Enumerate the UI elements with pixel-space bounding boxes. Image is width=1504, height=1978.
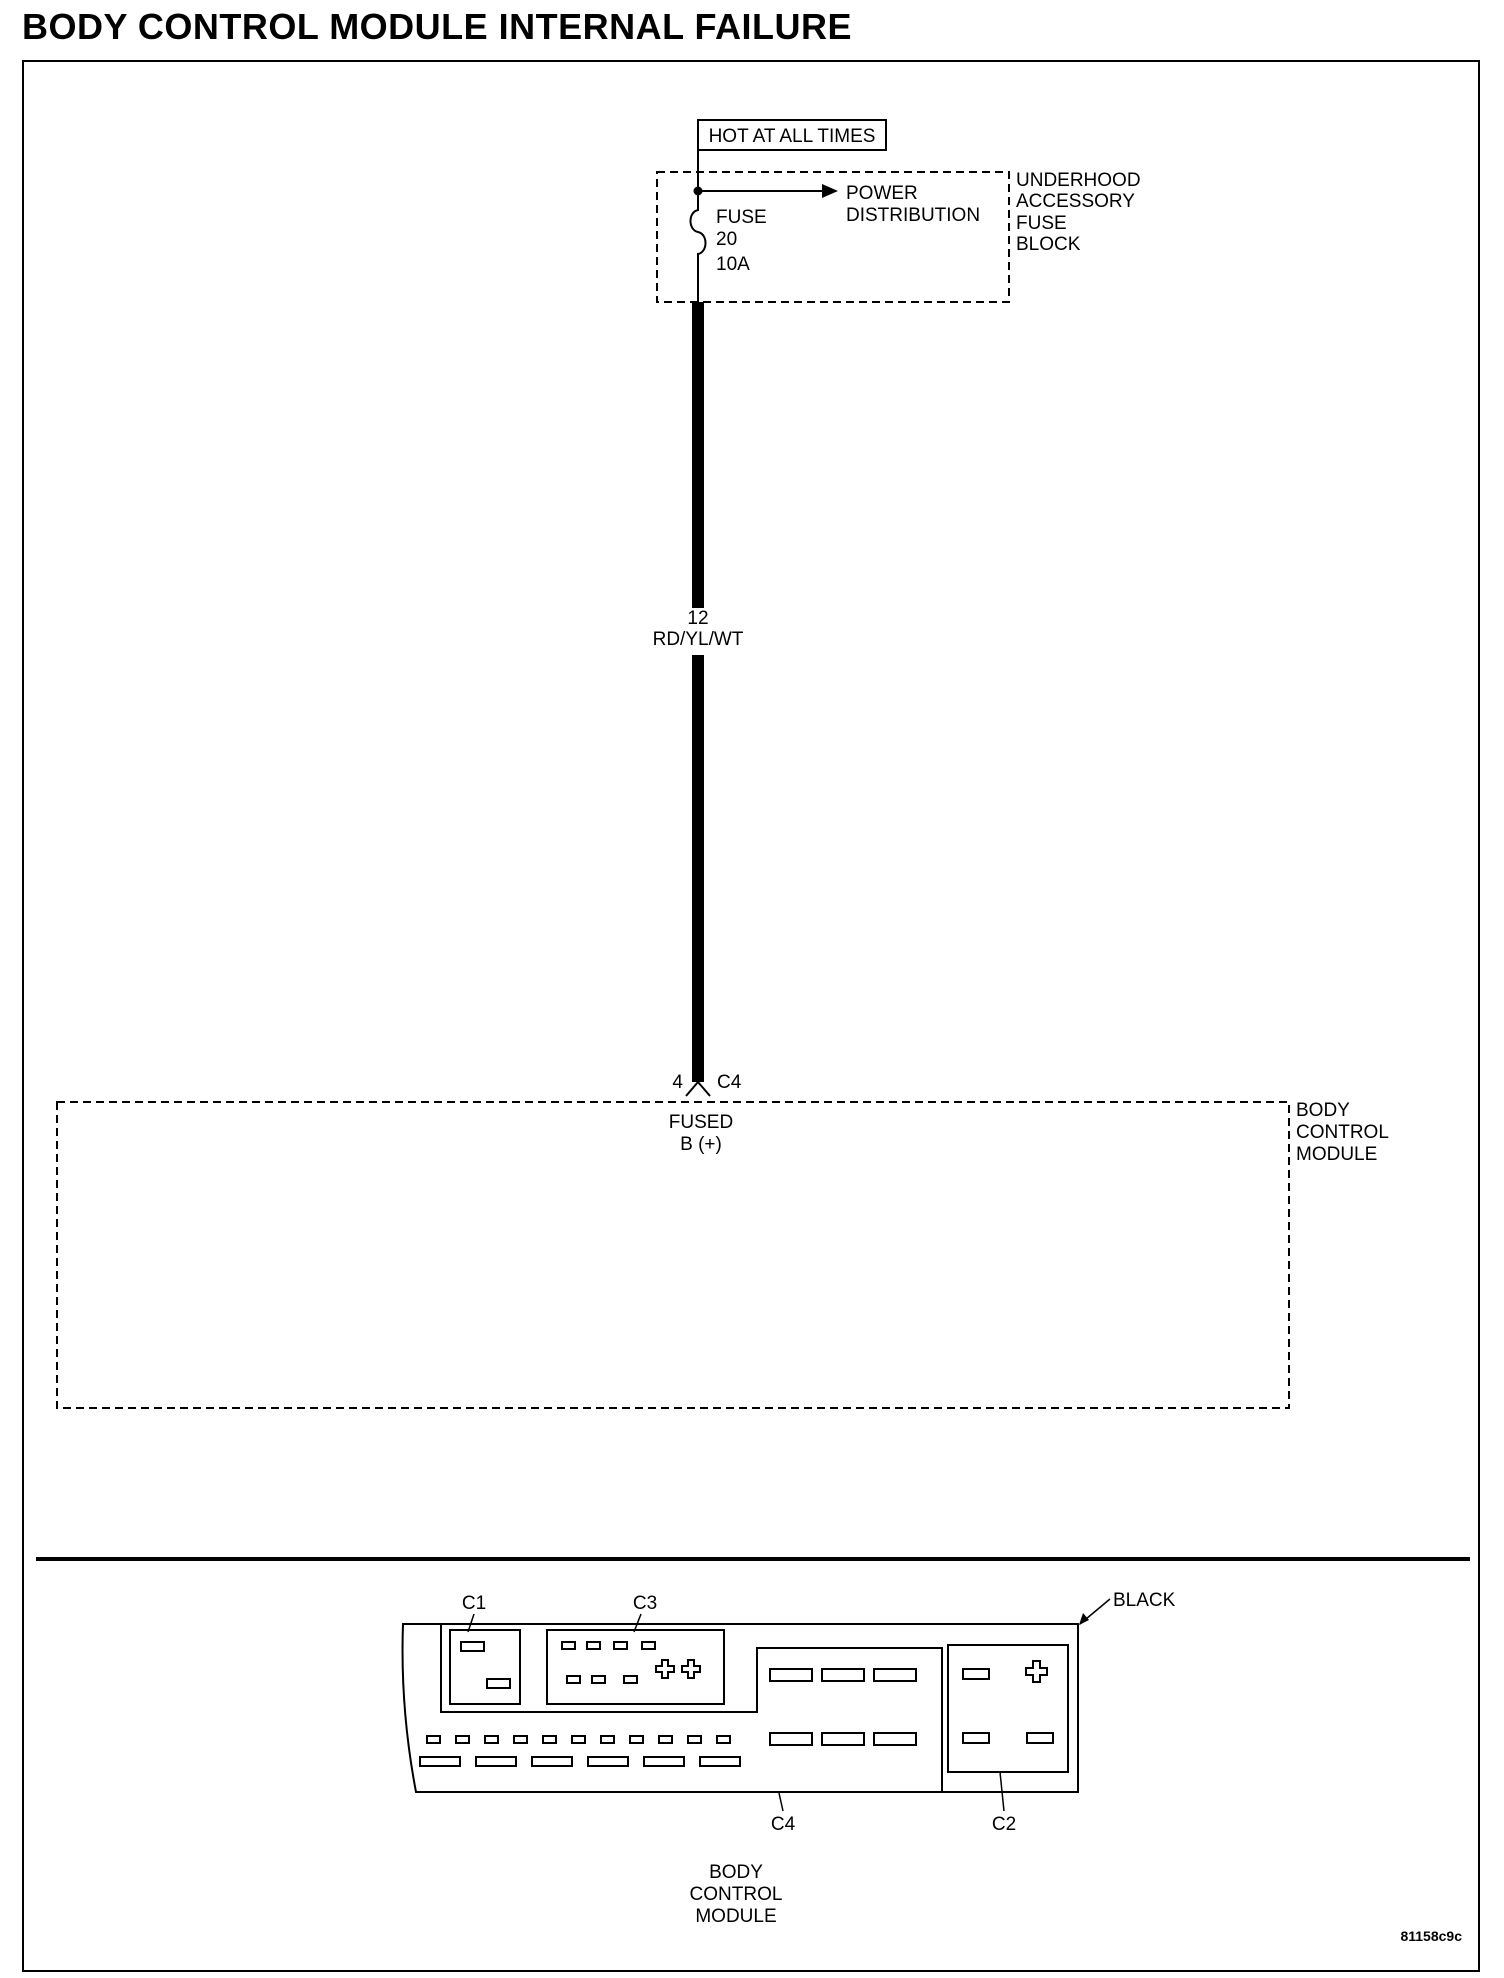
c3-cross-terminal xyxy=(655,1659,675,1679)
hot-at-all-times-box xyxy=(697,119,887,151)
figure-id: 81158c9c xyxy=(1400,1928,1462,1944)
c4-terminal xyxy=(769,1732,813,1746)
connector-color-label: BLACK xyxy=(1113,1590,1176,1611)
c4-terminal xyxy=(600,1735,615,1744)
c4-terminal xyxy=(821,1732,865,1746)
c1-terminal xyxy=(460,1641,485,1652)
bcm-connector-body xyxy=(401,1623,1079,1793)
bcm-connector-upper-recess xyxy=(440,1624,943,1792)
fuse-number: 20 xyxy=(716,229,737,250)
connector-caption-line1: BODY xyxy=(709,1862,763,1883)
diagram-frame xyxy=(22,60,1480,1972)
connector-caption-line2: CONTROL xyxy=(690,1884,783,1905)
c2-connector xyxy=(947,1644,1069,1773)
wire-color-code: RD/YL/WT xyxy=(653,629,744,650)
fuse-block-outline xyxy=(656,171,1010,303)
c2-label: C2 xyxy=(992,1814,1016,1835)
c4-terminal xyxy=(873,1668,917,1682)
c4-terminal xyxy=(455,1735,470,1744)
c1-leader xyxy=(467,1613,475,1633)
c4-terminal xyxy=(687,1735,702,1744)
bcm-input-line2: B (+) xyxy=(680,1134,722,1155)
page-title: BODY CONTROL MODULE INTERNAL FAILURE xyxy=(22,6,853,47)
c4-leader xyxy=(778,1792,784,1812)
c4-terminal xyxy=(426,1735,441,1744)
c4-terminal xyxy=(873,1732,917,1746)
bcm-input-line1: FUSED xyxy=(669,1112,733,1133)
c2-terminal xyxy=(962,1732,990,1744)
c3-terminal xyxy=(561,1641,576,1650)
c4-terminal xyxy=(419,1756,461,1767)
c4-terminal xyxy=(571,1735,586,1744)
c4-terminal xyxy=(769,1668,813,1682)
c4-terminal xyxy=(531,1756,573,1767)
connector-caption-line3: MODULE xyxy=(695,1906,776,1927)
c4-terminal xyxy=(716,1735,731,1744)
c2-cross-terminal xyxy=(1025,1660,1048,1683)
c4-label: C4 xyxy=(771,1814,796,1835)
c3-terminal xyxy=(566,1675,581,1684)
wire-circuit-number: 12 xyxy=(687,608,708,629)
c3-leader xyxy=(633,1613,642,1633)
hot-at-all-times-label: HOT AT ALL TIMES xyxy=(709,126,876,147)
connector-pin-number: 4 xyxy=(672,1072,683,1093)
c4-long-terminal-row xyxy=(419,1756,741,1767)
c2-terminal xyxy=(962,1668,990,1680)
c3-cross-terminal xyxy=(681,1659,701,1679)
c4-terminal xyxy=(643,1756,685,1767)
c4-terminal xyxy=(542,1735,557,1744)
c3-terminal xyxy=(623,1675,638,1684)
c3-terminal xyxy=(641,1641,656,1650)
c3-terminal xyxy=(591,1675,606,1684)
c1-connector xyxy=(449,1629,521,1705)
color-leader-arrowhead xyxy=(1079,1613,1089,1625)
c4-terminal xyxy=(699,1756,741,1767)
fuse-block-label-line1: UNDERHOOD xyxy=(1016,170,1141,191)
power-distribution-label-line1: POWER xyxy=(846,183,918,204)
c4-small-terminal-row xyxy=(426,1735,731,1744)
c4-terminal xyxy=(821,1668,865,1682)
fuse-rating: 10A xyxy=(716,254,750,275)
c3-terminal xyxy=(613,1641,628,1650)
c4-terminal xyxy=(658,1735,673,1744)
c2-terminal xyxy=(1026,1732,1054,1744)
power-distribution-arrow xyxy=(822,184,838,198)
bcm-label-line3: MODULE xyxy=(1296,1144,1377,1165)
c1-terminal xyxy=(486,1678,511,1689)
bcm-outline xyxy=(56,1101,1290,1409)
wire-upper xyxy=(692,302,704,608)
c4-terminal xyxy=(587,1756,629,1767)
fuse-block-label-line2: ACCESSORY xyxy=(1016,191,1135,212)
power-distribution-label-line2: DISTRIBUTION xyxy=(846,205,980,226)
connector-pin-symbol xyxy=(685,1080,711,1097)
bcm-label-line2: CONTROL xyxy=(1296,1122,1389,1143)
wire-lower xyxy=(692,655,704,1082)
fuse-symbol xyxy=(689,191,707,302)
fuse-name: FUSE xyxy=(716,207,767,228)
c4-terminal xyxy=(484,1735,499,1744)
fuse-block-label-line3: FUSE xyxy=(1016,213,1067,234)
c3-label: C3 xyxy=(633,1593,657,1614)
fuse-block-label-line4: BLOCK xyxy=(1016,234,1081,255)
c3-terminal xyxy=(586,1641,601,1650)
connector-name: C4 xyxy=(717,1072,742,1093)
c1-label: C1 xyxy=(462,1593,486,1614)
bcm-label-line1: BODY xyxy=(1296,1100,1350,1121)
c4-terminal xyxy=(629,1735,644,1744)
c2-leader xyxy=(999,1771,1005,1812)
c4-terminal xyxy=(475,1756,517,1767)
section-divider xyxy=(36,1557,1470,1561)
c4-terminal xyxy=(513,1735,528,1744)
